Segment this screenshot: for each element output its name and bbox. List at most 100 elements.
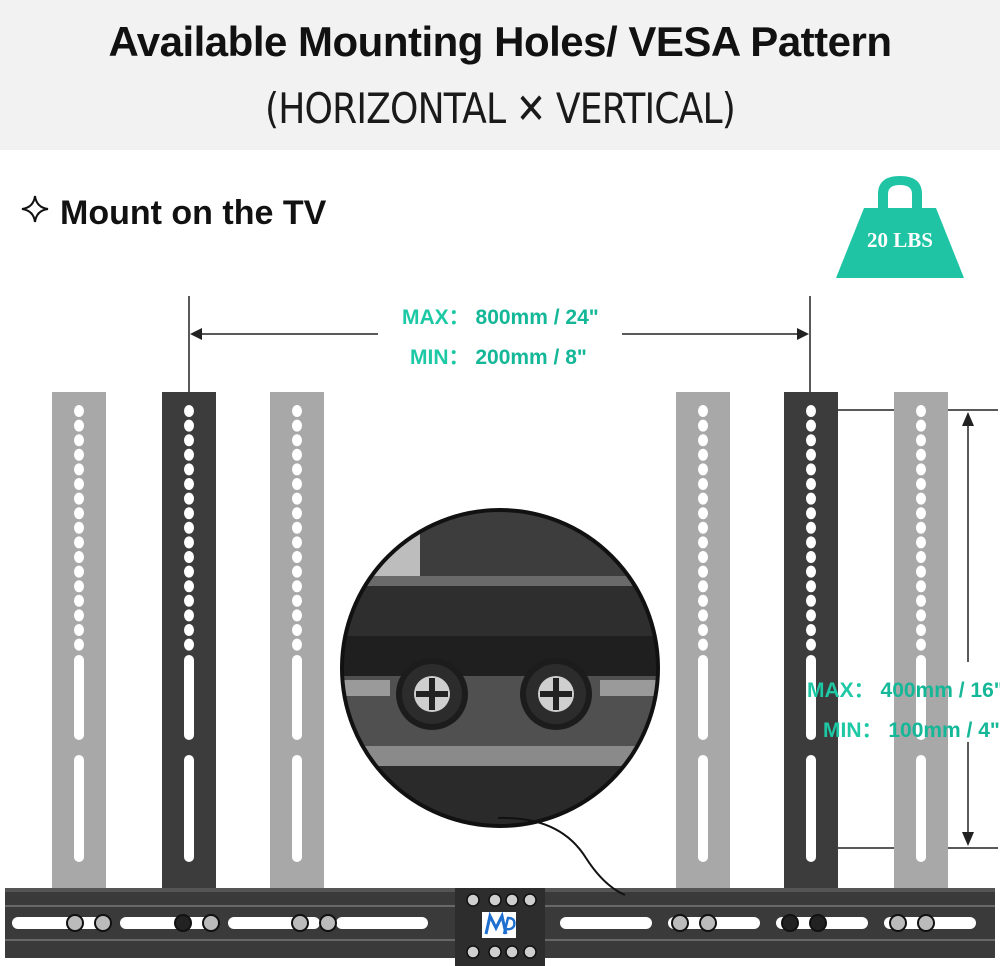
mount-hole [74, 624, 84, 636]
horizontal-min-label: MIN： 200mm / 8" [410, 341, 587, 371]
rail-bolt [202, 914, 220, 932]
mount-hole [806, 565, 816, 578]
mount-hole [184, 536, 194, 549]
arm-left [162, 392, 216, 892]
mount-hole [916, 594, 926, 607]
mount-hole [916, 434, 926, 447]
plate-bolt [523, 893, 537, 907]
mount-hole [184, 551, 194, 563]
mount-hole [74, 609, 84, 622]
vertical-max-value: 400mm / 16" [880, 679, 1000, 702]
mount-hole [74, 434, 84, 447]
mount-hole [698, 609, 708, 622]
mount-slot [916, 755, 926, 862]
arm-outer-right [894, 392, 948, 892]
mount-hole [698, 565, 708, 578]
mount-slot [292, 755, 302, 862]
mount-hole [292, 624, 302, 636]
mount-hole [74, 565, 84, 578]
mount-slot [74, 755, 84, 862]
mount-hole [698, 434, 708, 447]
mount-hole [916, 463, 926, 476]
rail-bolt [671, 914, 689, 932]
arm-inner-right [676, 392, 730, 892]
mount-hole [292, 536, 302, 549]
mount-hole [916, 536, 926, 549]
rail-bolt [66, 914, 84, 932]
magnified-screw-detail [340, 508, 660, 896]
mount-hole [916, 478, 926, 490]
mount-hole [916, 551, 926, 563]
horizontal-dimension [188, 296, 811, 395]
rail-bolt [319, 914, 337, 932]
vertical-max-label: MAX： 400mm / 16" [807, 674, 1000, 704]
horizontal-rail [5, 888, 995, 966]
mount-hole [806, 521, 816, 534]
mount-hole [806, 580, 816, 593]
mount-hole [184, 507, 194, 520]
mount-hole [806, 624, 816, 636]
rail-bolt [699, 914, 717, 932]
mount-hole [916, 419, 926, 432]
rail-slot [12, 917, 104, 929]
plate-bolt [505, 945, 519, 959]
horizontal-max-key: MAX： [402, 306, 470, 329]
plate-bolt [466, 945, 480, 959]
mount-hole [292, 507, 302, 520]
mount-hole [292, 478, 302, 490]
mount-hole [916, 638, 926, 651]
mount-hole [184, 609, 194, 622]
mount-hole [806, 434, 816, 447]
mount-hole [806, 419, 816, 432]
mount-hole [184, 594, 194, 607]
screw-right [520, 658, 592, 730]
mount-hole [184, 580, 194, 593]
rail-bolt [291, 914, 309, 932]
mount-hole [916, 492, 926, 505]
mount-hole [292, 434, 302, 447]
vertical-max-key: MAX： [807, 679, 875, 702]
mount-slot [292, 655, 302, 740]
mount-hole [184, 419, 194, 432]
mount-slot [74, 655, 84, 740]
horizontal-max-value: 800mm / 24" [475, 306, 599, 329]
four-point-star-icon [20, 194, 50, 233]
mount-hole [74, 551, 84, 563]
mount-hole [184, 478, 194, 490]
mount-slot [184, 755, 194, 862]
mount-hole [806, 638, 816, 651]
mount-hole [698, 492, 708, 505]
rail-slot [560, 917, 652, 929]
mount-hole [184, 448, 194, 461]
plate-bolt [505, 893, 519, 907]
mp-logo-icon [482, 911, 516, 938]
vertical-min-label: MIN： 100mm / 4" [823, 714, 1000, 744]
plate-bolt [488, 945, 502, 959]
mount-hole [698, 405, 708, 417]
mount-hole [184, 434, 194, 447]
arm-right [784, 392, 838, 892]
mount-hole [698, 478, 708, 490]
vertical-min-value: 100mm / 4" [888, 719, 1000, 742]
mount-hole [292, 638, 302, 651]
mount-hole [698, 521, 708, 534]
mount-hole [806, 463, 816, 476]
mount-hole [184, 463, 194, 476]
section-heading: Mount on the TV [20, 194, 326, 233]
mount-slot [184, 655, 194, 740]
rail-bolt [809, 914, 827, 932]
mount-hole [74, 521, 84, 534]
mount-hole [292, 405, 302, 417]
mount-hole [698, 580, 708, 593]
mount-hole [806, 536, 816, 549]
mount-hole [806, 448, 816, 461]
mount-hole [916, 448, 926, 461]
mount-hole [806, 405, 816, 417]
mount-hole [806, 492, 816, 505]
page-title: Available Mounting Holes/ VESA Pattern [108, 18, 892, 65]
mount-hole [806, 478, 816, 490]
mount-hole [292, 492, 302, 505]
weight-label: 20 LBS [867, 228, 933, 252]
rail-bolt [781, 914, 799, 932]
